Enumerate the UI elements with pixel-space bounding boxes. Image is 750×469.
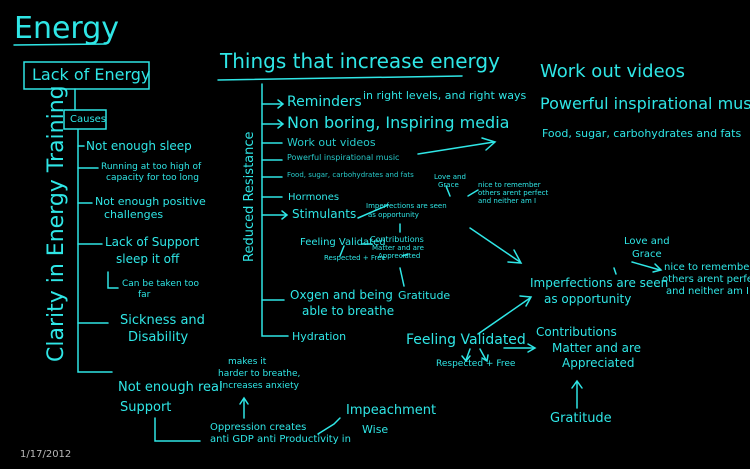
cause-too-far-2: far — [138, 290, 151, 300]
cause-challenges-1: Not enough positive — [95, 195, 206, 208]
date-stamp: 1/17/2012 — [20, 449, 72, 460]
cause-real-support-2: Support — [120, 400, 172, 415]
right-gratitude: Gratitude — [550, 411, 612, 426]
oppression-1: Oppression creates — [210, 422, 307, 433]
anxiety-note-3: increases anxiety — [220, 381, 299, 391]
cause-challenges-2: challenges — [104, 208, 164, 221]
item-imperfections: Imperfections are seen — [366, 202, 447, 210]
right-love: Love and — [624, 236, 670, 247]
item-nice-1: nice to remember — [478, 181, 541, 189]
anxiety-note-2: harder to breathe, — [218, 369, 301, 379]
item-workout: Work out videos — [287, 136, 376, 149]
right-imperfections-1: Imperfections are seen — [530, 276, 669, 290]
cause-capacity-2: capacity for too long — [106, 173, 199, 183]
item-oxygen-2: able to breathe — [302, 304, 395, 318]
page-title: Energy — [14, 11, 120, 46]
reduced-resistance-label: Reduced Resistance — [242, 131, 257, 262]
item-reminders: Reminders — [287, 94, 362, 110]
item-contributions: Contributions — [370, 235, 424, 244]
cause-sickness-1: Sickness and — [120, 313, 205, 328]
item-nice-2: others arent perfect — [478, 189, 549, 197]
right-validated: Feeling Validated — [406, 332, 526, 348]
right-nice-2: others arent perfect — [662, 274, 750, 285]
item-opportunity: as opportunity — [368, 211, 419, 219]
right-grace: Grace — [632, 249, 662, 260]
cause-sickness-2: Disability — [128, 330, 189, 345]
item-matter: Matter and are — [372, 244, 424, 252]
item-oxygen-1: Oxgen and being — [290, 288, 393, 302]
right-food: Food, sugar, carbohydrates and fats — [542, 127, 742, 140]
cause-real-support-1: Not enough real — [118, 380, 223, 395]
right-contributions-3: Appreciated — [562, 356, 635, 370]
right-nice-3: and neither am I — [666, 286, 749, 297]
right-contributions-1: Contributions — [536, 325, 617, 339]
item-validated: Feeling Validated — [300, 237, 386, 248]
item-media: Non boring, Inspiring media — [287, 113, 510, 132]
right-contributions-2: Matter and are — [552, 341, 642, 355]
item-gratitude: Gratitude — [398, 289, 451, 302]
right-workout: Work out videos — [540, 61, 686, 82]
item-love: Love and — [434, 173, 466, 181]
causes-label: Causes — [70, 114, 107, 125]
right-imperfections-2: as opportunity — [544, 292, 632, 306]
item-hormones: Hormones — [288, 192, 340, 203]
increase-heading: Things that increase energy — [220, 49, 500, 73]
item-nice-3: and neither am I — [478, 197, 537, 205]
item-stimulants: Stimulants — [292, 207, 357, 221]
lack-of-energy-label: Lack of Energy — [32, 65, 151, 84]
impeachment-1: Impeachment — [346, 403, 437, 418]
item-hydration: Hydration — [292, 330, 347, 343]
right-nice-1: nice to remember — [664, 262, 750, 273]
cause-sleep-off: sleep it off — [116, 252, 180, 266]
item-reminders-note: in right levels, and right ways — [363, 89, 527, 102]
item-food: Food, sugar, carbohydrates and fats — [287, 171, 414, 179]
cause-capacity-1: Running at too high of — [101, 162, 202, 172]
item-music: Powerful inspirational music — [287, 153, 400, 162]
cause-too-far-1: Can be taken too — [122, 279, 200, 289]
right-respected: Respected + Free — [436, 359, 516, 369]
anxiety-note-1: makes it — [228, 357, 267, 367]
clarity-vertical-label: Clarity in Energy Training — [44, 85, 69, 362]
oppression-2: anti GDP anti Productivity in — [210, 434, 351, 445]
item-respected: Respected + Free — [324, 254, 386, 262]
cause-sleep: Not enough sleep — [86, 139, 192, 153]
impeachment-2: Wise — [362, 423, 389, 436]
right-music: Powerful inspirational music — [540, 94, 750, 113]
cause-support-1: Lack of Support — [105, 235, 200, 249]
item-grace: Grace — [438, 181, 459, 189]
item-appreciated: Appreciated — [378, 252, 421, 260]
